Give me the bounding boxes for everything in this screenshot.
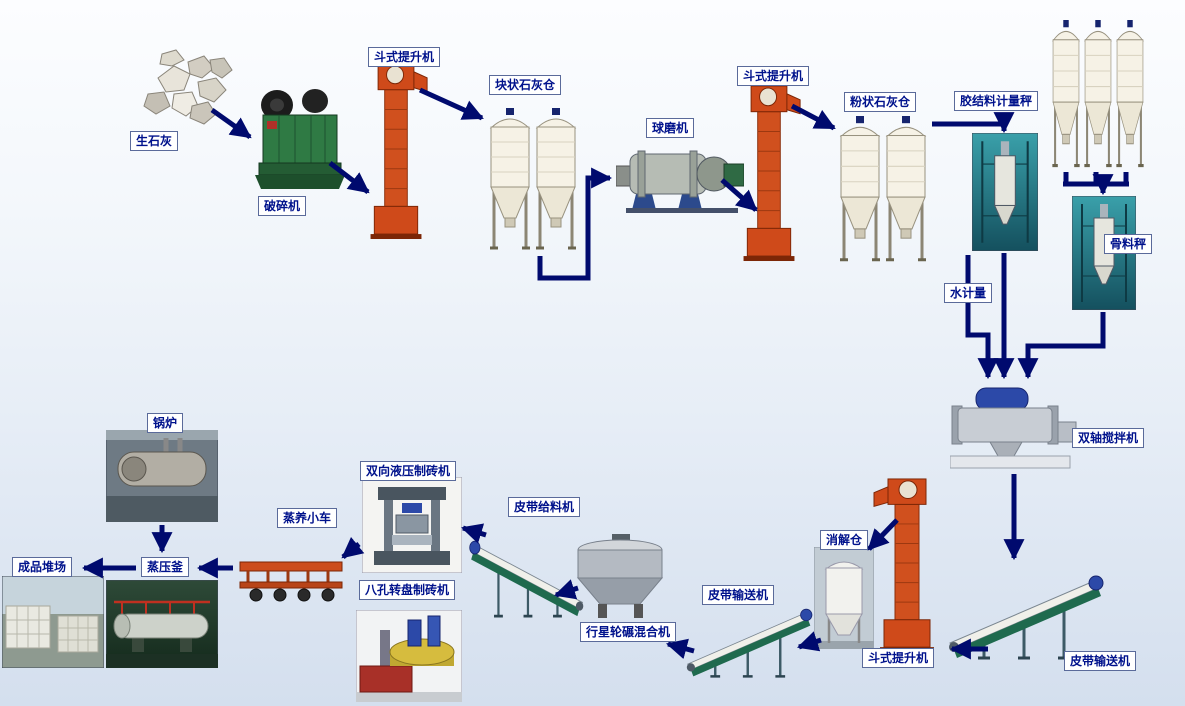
label-autoclave: 蒸压釜 bbox=[141, 557, 190, 577]
planetary-mixer-image bbox=[574, 534, 666, 625]
autoclave-image bbox=[105, 579, 219, 673]
boiler-image bbox=[105, 429, 219, 527]
bucket-elevator-1-image bbox=[363, 62, 429, 247]
label-powder-lime-silo: 粉状石灰仓 bbox=[844, 92, 917, 112]
curing-trolley-image bbox=[238, 548, 346, 611]
label-aggregate-scale: 骨料秤 bbox=[1104, 234, 1153, 254]
label-quicklime: 生石灰 bbox=[130, 131, 179, 151]
label-ball-mill: 球磨机 bbox=[646, 118, 695, 138]
label-belt-feeder: 皮带给料机 bbox=[508, 497, 581, 517]
rotary-brick-machine-image bbox=[355, 609, 463, 706]
aggregate-scale-image bbox=[1072, 196, 1136, 315]
label-binder-scale: 胶结料计量秤 bbox=[954, 91, 1039, 111]
lump-lime-silo-image bbox=[486, 108, 580, 265]
label-rotary-brick-machine: 八孔转盘制砖机 bbox=[359, 580, 456, 600]
powder-lime-silo-image bbox=[836, 116, 930, 277]
ball-mill-image bbox=[615, 136, 745, 219]
label-digestion-silo: 消解仓 bbox=[820, 530, 869, 550]
label-curing-trolley: 蒸养小车 bbox=[277, 508, 338, 528]
twin-shaft-mixer-image bbox=[949, 382, 1078, 477]
label-crusher: 破碎机 bbox=[258, 196, 307, 216]
label-lump-lime-silo: 块状石灰仓 bbox=[489, 75, 562, 95]
digestion-silo-image bbox=[813, 546, 875, 654]
quicklime-rocks-image bbox=[140, 48, 235, 133]
label-belt-conveyor-right: 皮带输送机 bbox=[1064, 651, 1137, 671]
jaw-crusher-image bbox=[253, 85, 345, 198]
label-bucket-elevator-3: 斗式提升机 bbox=[862, 648, 935, 668]
hydraulic-brick-press-image bbox=[361, 476, 463, 578]
aggregate-silos-image bbox=[1050, 20, 1146, 183]
bucket-elevator-2-image bbox=[736, 84, 802, 267]
product-yard-image bbox=[1, 575, 105, 673]
label-bucket-elevator-2: 斗式提升机 bbox=[737, 66, 810, 86]
label-twin-shaft-mixer: 双轴搅拌机 bbox=[1072, 428, 1145, 448]
label-product-yard: 成品堆场 bbox=[12, 557, 73, 577]
label-belt-conveyor-mid: 皮带输送机 bbox=[702, 585, 775, 605]
label-bucket-elevator-1: 斗式提升机 bbox=[368, 47, 441, 67]
label-hydraulic-brick-press: 双向液压制砖机 bbox=[360, 461, 457, 481]
binder-scale-image bbox=[972, 133, 1038, 256]
belt-conveyor-right-image bbox=[948, 555, 1108, 665]
label-water-meter: 水计量 bbox=[944, 283, 993, 303]
bucket-elevator-3-image bbox=[872, 477, 942, 658]
label-boiler: 锅炉 bbox=[147, 413, 184, 433]
belt-feeder-image bbox=[466, 522, 584, 623]
belt-conveyor-mid-image bbox=[686, 592, 816, 683]
label-planetary-mixer: 行星轮碾混合机 bbox=[580, 622, 677, 642]
